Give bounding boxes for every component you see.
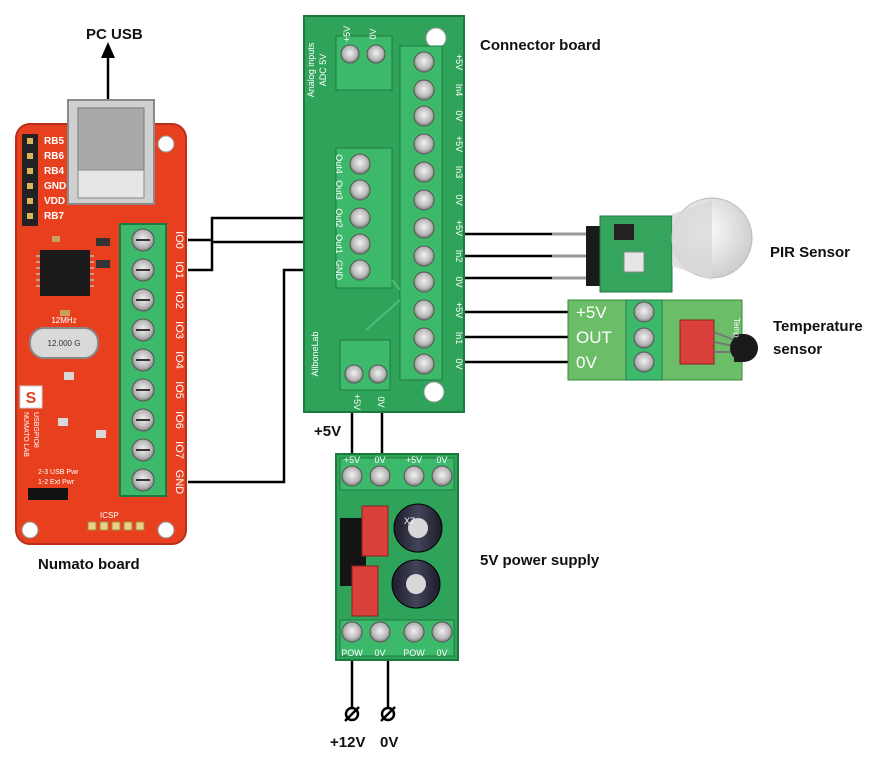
sensor-pin-label: In3 xyxy=(454,166,464,179)
numato-logo xyxy=(19,385,43,409)
io-pin-label: IO7 xyxy=(173,441,185,459)
io-pin-label: IO2 xyxy=(173,291,185,309)
psu-cap-label: X7 xyxy=(404,516,415,526)
psu-bottom-pin: 0V xyxy=(374,648,385,658)
analog-pin-label: +5V xyxy=(342,26,352,42)
psu-bottom-pin: POW xyxy=(341,648,363,658)
numato-model: USBGPIO8 xyxy=(32,412,39,448)
sensor-pin-label: +5V xyxy=(454,54,464,70)
sensor-pin-label: 0V xyxy=(454,276,464,287)
jumper-label-1: 2-3 USB Pwr xyxy=(38,469,79,476)
output-pin-label: Out2 xyxy=(334,208,344,228)
sensor-pin-label: In1 xyxy=(454,332,464,345)
header-pin-label: RB4 xyxy=(44,166,64,177)
sensor-pin-label: +5V xyxy=(454,302,464,318)
crystal-label: 12.000 G xyxy=(48,339,81,348)
wire-io1-out1 xyxy=(188,240,336,272)
io-pin-label: IO0 xyxy=(173,231,185,249)
sensor-pin-label: In2 xyxy=(454,250,464,263)
temp-resistor xyxy=(679,319,715,365)
header-pin-label: VDD xyxy=(44,196,65,207)
temp-pin-label: 0V xyxy=(576,353,597,372)
numato-board: S xyxy=(15,99,187,545)
io-pin-label: IO1 xyxy=(173,261,185,279)
connector-board xyxy=(303,15,465,413)
pir-sensor-label: PIR Sensor xyxy=(770,244,851,261)
temp-tag: Temp xyxy=(732,318,741,338)
plus12v-label: +12V xyxy=(330,734,366,751)
psu-bottom-pin: POW xyxy=(403,648,425,658)
pir-sensor-module xyxy=(552,197,753,293)
io-pin-label: IO3 xyxy=(173,321,185,339)
sensor-pin-label: 0V xyxy=(454,194,464,205)
io-pin-label: IO5 xyxy=(173,381,185,399)
input-terminal-12v xyxy=(344,706,360,722)
sensor-pin-label: +5V xyxy=(454,220,464,236)
analog-title: Analog inputs xyxy=(306,42,316,97)
power-jumper xyxy=(28,488,68,500)
analog-header xyxy=(335,35,393,91)
io-pin-label: IO4 xyxy=(173,351,185,369)
header-pin-label: RB7 xyxy=(44,211,64,222)
temperature-label-line1: Temperature xyxy=(773,318,863,335)
io-pin-label: GND xyxy=(173,470,185,495)
mount-hole xyxy=(423,381,445,403)
mount-hole xyxy=(425,27,447,49)
analog-subtitle: ADC 5V xyxy=(318,54,328,87)
temp-pin-label: OUT xyxy=(576,328,612,347)
power-header xyxy=(339,339,391,391)
io-pin-label: IO6 xyxy=(173,411,185,429)
numato-pin-header xyxy=(22,134,38,226)
header-pin-label: RB5 xyxy=(44,136,64,147)
zero-v-label: 0V xyxy=(380,734,399,751)
red-capacitor xyxy=(351,565,379,617)
psu-top-pin: +5V xyxy=(406,455,422,465)
output-pin-label: Out3 xyxy=(334,180,344,200)
numato-brand: NUMATO LAB xyxy=(22,412,29,457)
header-pin-label: RB6 xyxy=(44,151,64,162)
sensor-pin-label: 0V xyxy=(454,110,464,121)
power-supply-module xyxy=(335,453,459,661)
plus5v-label: +5V xyxy=(314,423,342,440)
icsp-label: ICSP xyxy=(100,511,119,520)
temp-pin-label: +5V xyxy=(576,303,607,322)
numato-board-label: Numato board xyxy=(38,556,140,573)
power-pin-label: +5V xyxy=(352,394,362,410)
pc-usb-label: PC USB xyxy=(86,26,143,43)
output-pin-label: Out1 xyxy=(334,234,344,254)
connector-brand: AllboneLab xyxy=(310,331,320,376)
red-capacitor xyxy=(361,505,389,557)
psu-top-pin: +5V xyxy=(344,455,360,465)
temperature-sensor-module xyxy=(567,299,758,381)
microcontroller-chip xyxy=(40,250,90,296)
power-supply-label: 5V power supply xyxy=(480,552,600,569)
input-terminal-0v xyxy=(380,706,396,722)
jumper-label-2: 1-2 Ext Pwr xyxy=(38,479,75,486)
connector-board-label: Connector board xyxy=(480,37,601,54)
psu-top-pin: 0V xyxy=(436,455,447,465)
sensor-pin-label: In4 xyxy=(454,84,464,97)
analog-pin-label: 0V xyxy=(368,28,378,39)
sensor-pin-label: 0V xyxy=(454,358,464,369)
output-pin-label: Out4 xyxy=(334,154,344,174)
psu-top-pin: 0V xyxy=(374,455,385,465)
psu-bottom-pin: 0V xyxy=(436,648,447,658)
header-pin-label: GND xyxy=(44,181,66,192)
sensor-pin-label: +5V xyxy=(454,136,464,152)
usb-arrow-head xyxy=(101,42,115,58)
wire-io0-out2 xyxy=(188,216,336,242)
output-pin-label: GND xyxy=(334,260,344,281)
sensor-terminal-block xyxy=(399,45,443,381)
temperature-label-line2: sensor xyxy=(773,341,823,358)
numato-screws xyxy=(131,228,155,492)
svg-text:S: S xyxy=(26,390,37,407)
crystal-oscillator xyxy=(29,327,99,359)
crystal-freq-label: 12MHz xyxy=(51,316,76,325)
power-pin-label: 0V xyxy=(376,396,386,407)
